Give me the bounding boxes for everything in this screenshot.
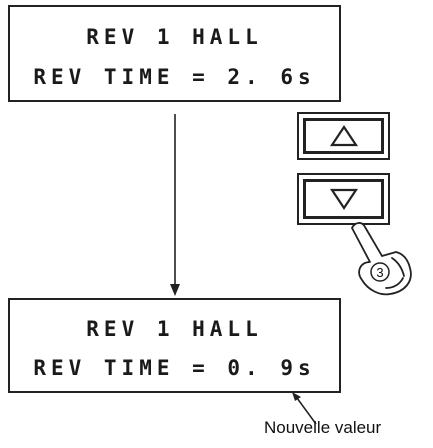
lcd-display-before: REV 1 HALL REV TIME = 2. 6s (8, 5, 341, 102)
press-count-circle (370, 262, 390, 282)
triangle-down-icon (329, 188, 358, 210)
lcd-display-after: REV 1 HALL REV TIME = 0. 9s (8, 298, 341, 393)
flow-arrow-head (170, 284, 180, 296)
lcd-line-rev-time: REV TIME = 0. 9s (33, 356, 316, 380)
down-button-face[interactable] (303, 179, 384, 219)
down-button[interactable] (297, 173, 390, 225)
up-button-face[interactable] (303, 118, 384, 154)
pressing-finger-icon (351, 222, 412, 296)
new-value-caption: Nouvelle valeur (264, 418, 382, 437)
caption-pointer-line (296, 397, 317, 425)
caption-pointer-head (292, 392, 301, 401)
lcd-line-rev-time: REV TIME = 2. 6s (33, 65, 316, 89)
press-count-label: 3 (376, 265, 383, 280)
triangle-up-icon (329, 125, 358, 147)
up-button[interactable] (297, 112, 390, 160)
lcd-line-program: REV 1 HALL (86, 317, 263, 341)
lcd-line-program: REV 1 HALL (86, 25, 263, 49)
